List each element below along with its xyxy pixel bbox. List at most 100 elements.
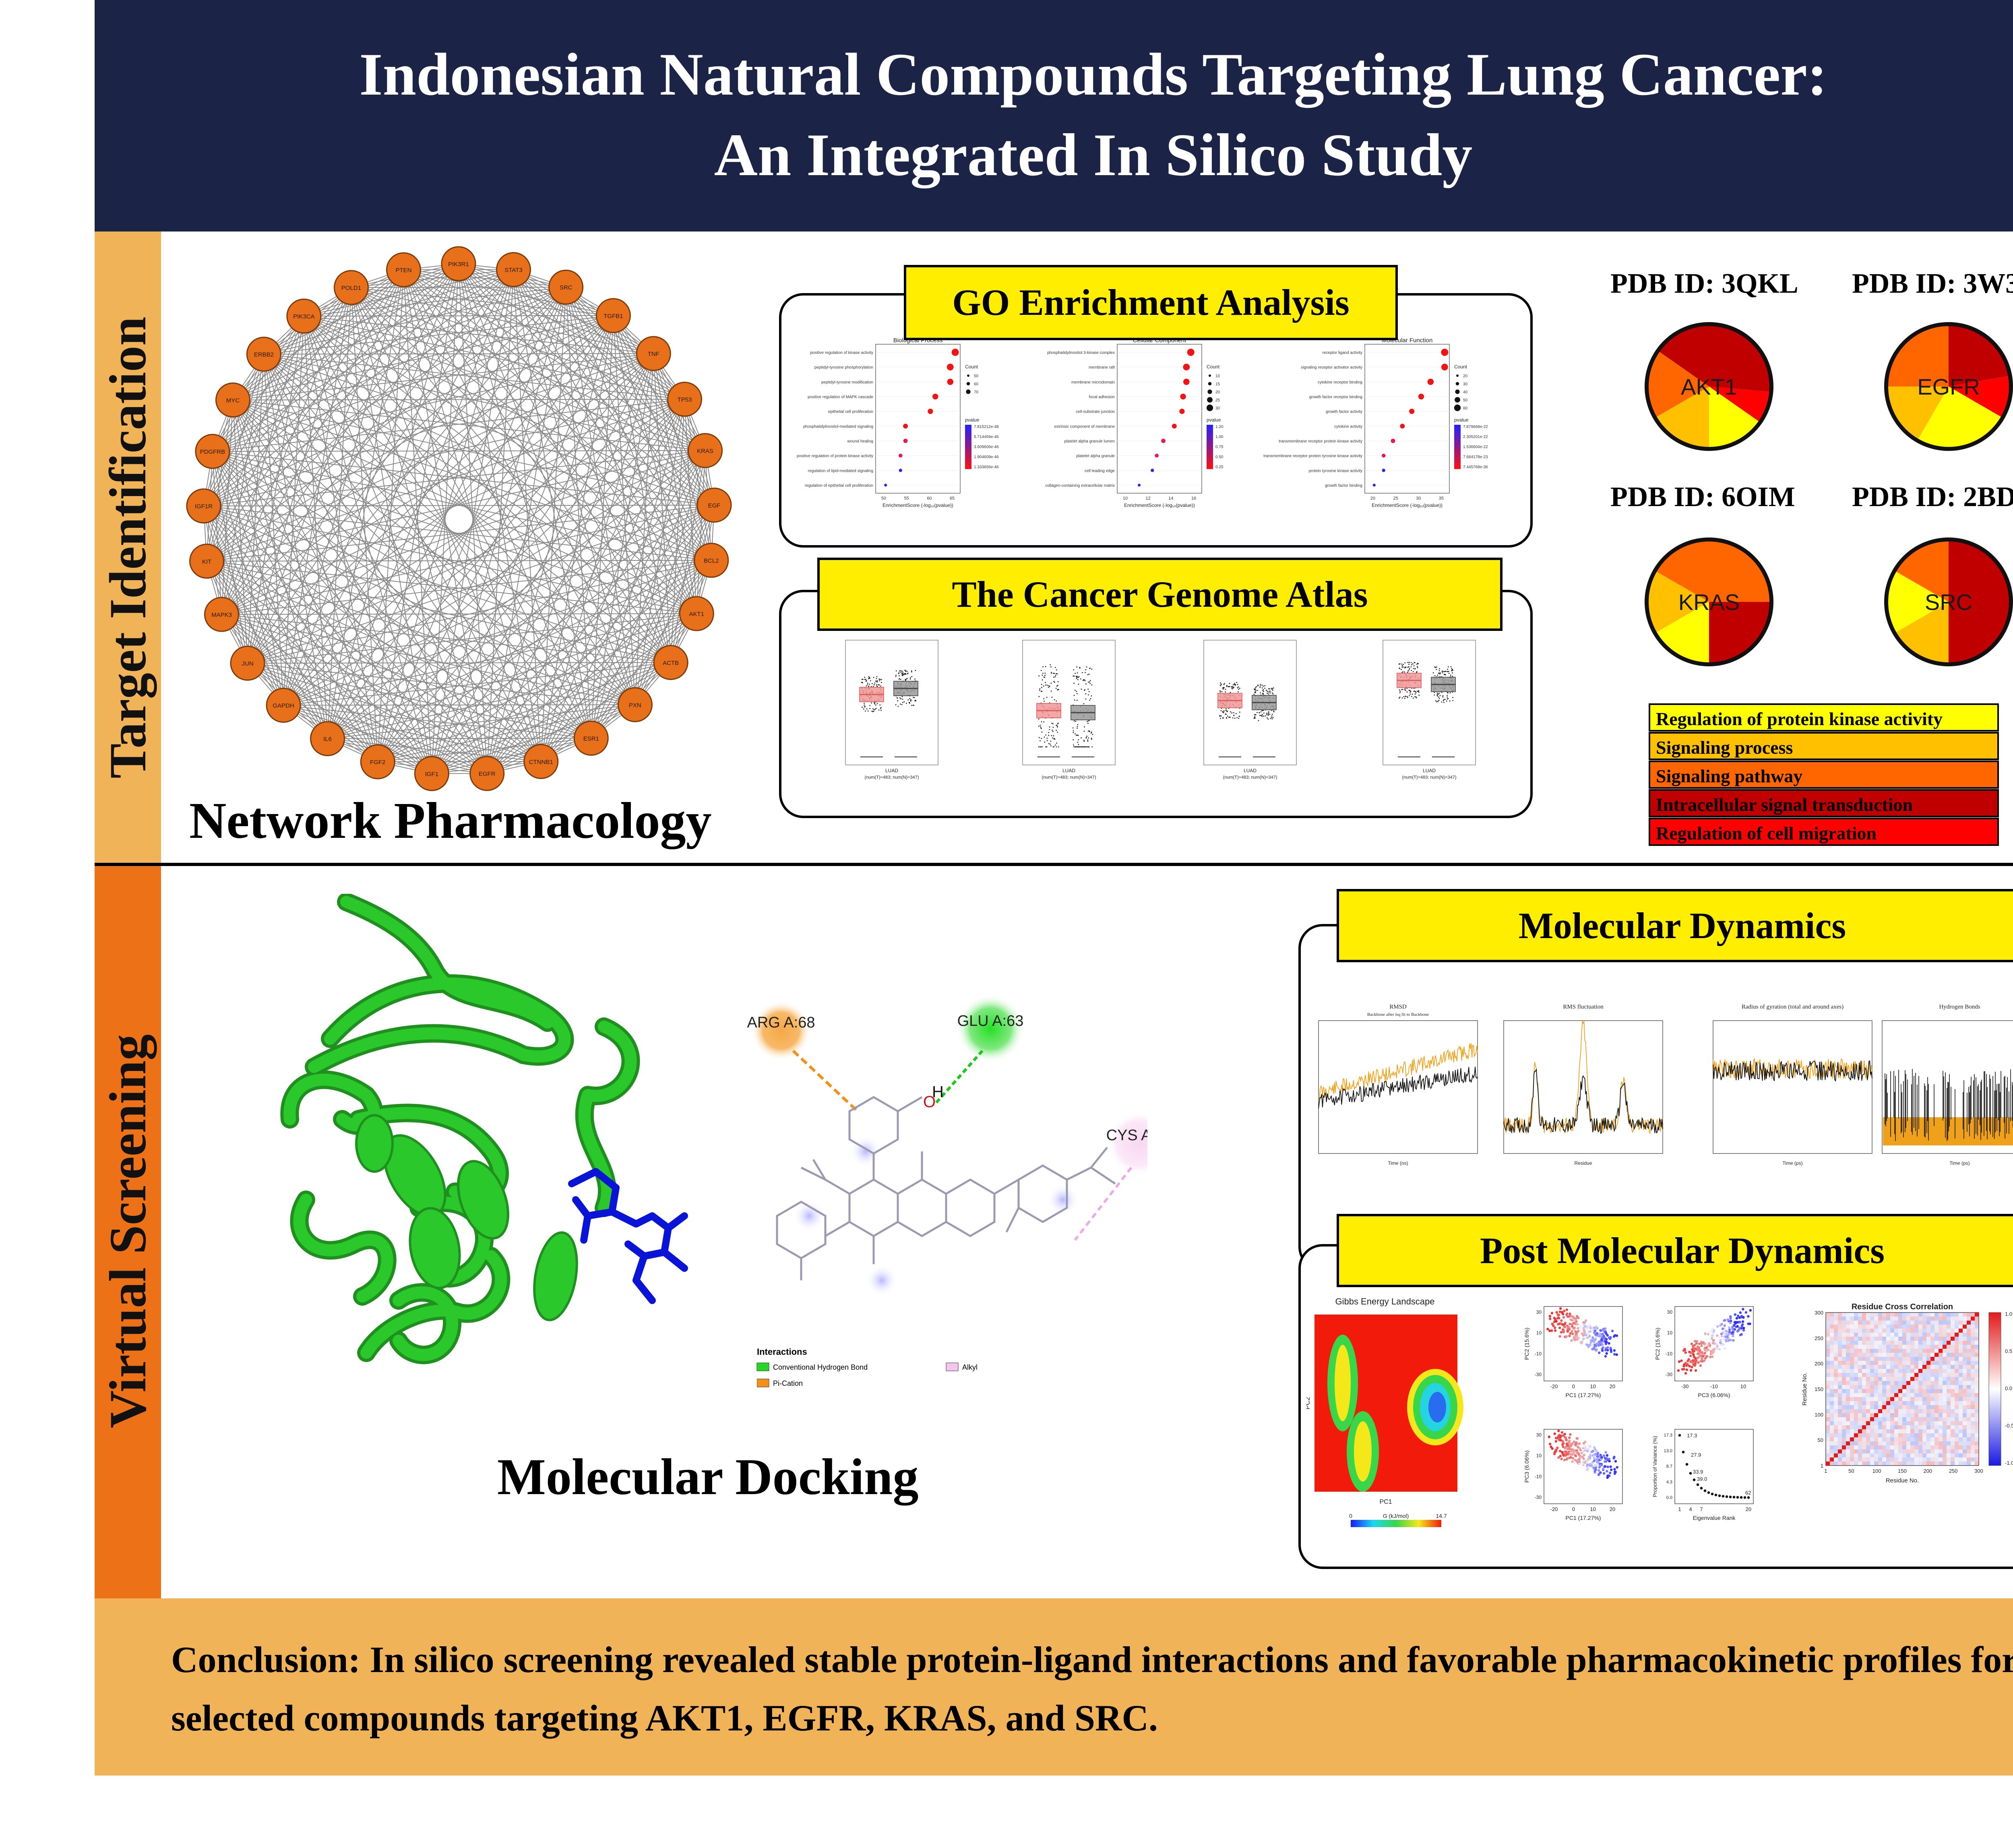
go-count-dot (1207, 397, 1213, 403)
network-edge (232, 399, 636, 705)
network-edge (221, 269, 514, 615)
pca-xtick: -20 (1550, 1383, 1558, 1389)
scree-point (1689, 1472, 1692, 1475)
network-edge (403, 269, 541, 762)
crosscorr-diagonal (1882, 1405, 1886, 1409)
ligand-sticks (568, 1168, 688, 1304)
scree-ytick: 17.3 (1664, 1433, 1672, 1438)
network-edge (232, 400, 248, 664)
scree-xlabel: Eigenvalue Rank (1693, 1515, 1736, 1521)
go-count-dot (1209, 374, 1211, 377)
scree-xtick: 1 (1678, 1506, 1681, 1512)
pca-ytick: -30 (1535, 1372, 1542, 1377)
network-edge (403, 269, 715, 506)
pie-gene-label: KRAS (1678, 589, 1740, 615)
network-node (195, 434, 230, 469)
network-edge (304, 316, 654, 354)
network-edge (684, 399, 697, 614)
network-edge (486, 353, 654, 774)
network-node-label: EGFR (479, 771, 496, 777)
go-count-dot (1455, 382, 1459, 386)
crosscorr-diagonal (1930, 1357, 1934, 1361)
scree-point-label: 27.9 (1691, 1452, 1701, 1458)
network-edge (432, 738, 591, 774)
go-count-dot (966, 382, 970, 386)
network-edge (263, 354, 592, 739)
pca-xtick: -30 (1681, 1383, 1689, 1389)
go-dot (899, 469, 902, 472)
pie-gene-label: EGFR (1917, 374, 1980, 399)
molecular-docking-label: Molecular Docking (497, 1448, 919, 1505)
go-count-label: 50 (1463, 398, 1468, 403)
scree-point (1732, 1496, 1736, 1499)
go-term-label: platelet alpha granule (1076, 454, 1115, 459)
pie-gene-label: AKT1 (1681, 374, 1737, 399)
network-edge (351, 287, 705, 451)
network-edge (247, 287, 352, 664)
crosscorr-ylabel: Residue No. (1801, 1373, 1808, 1406)
scree-point (1722, 1495, 1725, 1498)
crosscorr-diagonal (1918, 1369, 1922, 1373)
go-term-label: peptidyl-tyrosine phosphorylation (814, 366, 873, 370)
network-edge (207, 560, 591, 739)
crosscorr-diagonal (1898, 1389, 1902, 1393)
legend-pication: Pi-Cation (773, 1379, 803, 1387)
scree-point-label: 17.3 (1687, 1433, 1697, 1439)
go-dot (1372, 484, 1376, 487)
go-pvalue-label: 1.333656e-46 (974, 465, 999, 469)
network-edge (458, 263, 614, 316)
pathway-legend-cell-migration: Regulation of cell migration (1649, 818, 1999, 846)
scree-point (1743, 1496, 1746, 1499)
network-edge (203, 505, 591, 739)
network-edge (233, 399, 685, 401)
network-edge (212, 316, 304, 452)
network-edge (634, 560, 712, 705)
go-dot (1427, 378, 1434, 385)
network-edge (513, 269, 654, 354)
md-plot-subtitle: Backbone after lsq fit to Backbone (1367, 1012, 1429, 1017)
pca-ytick: -30 (1535, 1495, 1542, 1500)
md-series-line (1318, 1067, 1478, 1109)
network-edge (303, 316, 541, 762)
scree-point (1725, 1495, 1728, 1498)
crosscorr-diagonal (1906, 1381, 1910, 1385)
network-edge (212, 315, 614, 452)
go-xtick: 16 (1191, 496, 1196, 501)
network-edge (212, 451, 432, 774)
go-dot (928, 409, 933, 414)
gibbs-blob (1354, 1421, 1372, 1482)
go-count-label: 20 (1215, 390, 1220, 395)
network-edge (351, 269, 514, 288)
go-term-label: transmembrane receptor protein kinase ac… (1279, 439, 1362, 444)
crosscorr-diagonal (1886, 1401, 1890, 1405)
network-edge (247, 663, 378, 762)
network-edge (206, 561, 328, 739)
network-node-label: JUN (242, 660, 253, 667)
network-edge (221, 614, 635, 705)
scree-xtick: 7 (1700, 1506, 1703, 1512)
network-edge (206, 269, 404, 562)
network-edge (203, 269, 514, 506)
scree-point (1678, 1434, 1681, 1437)
scree-point-label: 39.0 (1697, 1476, 1707, 1482)
crosscorr-cbar-tick: 0.0 (2005, 1385, 2012, 1391)
network-edge (206, 561, 378, 762)
go-dot (1180, 393, 1186, 400)
network-node-label: PTEN (395, 267, 411, 274)
go-xtick: 20 (1370, 496, 1375, 501)
network-edge (247, 613, 697, 664)
network-edge (403, 269, 685, 400)
legend-hbond: Conventional Hydrogen Bond (773, 1363, 868, 1371)
md-plot-xlabel: Residue (1574, 1160, 1592, 1166)
network-node (694, 543, 729, 578)
pca-ylabel: PC3 (6.06%) (1523, 1450, 1530, 1482)
go-term-label: membrane microdomain (1071, 380, 1115, 384)
network-edge (351, 287, 378, 762)
go-pvalue-label: 0.75 (1215, 445, 1224, 449)
network-edge (670, 505, 715, 663)
go-pvalue-title: pvalue (1207, 417, 1221, 423)
pie-outline (1645, 322, 1773, 451)
crosscorr-diagonal (1922, 1365, 1926, 1369)
crosscorr-diagonal (1842, 1445, 1846, 1449)
go-xlabel: EnrichmentScore (-log₁₀(pvalue)) (1372, 502, 1443, 508)
